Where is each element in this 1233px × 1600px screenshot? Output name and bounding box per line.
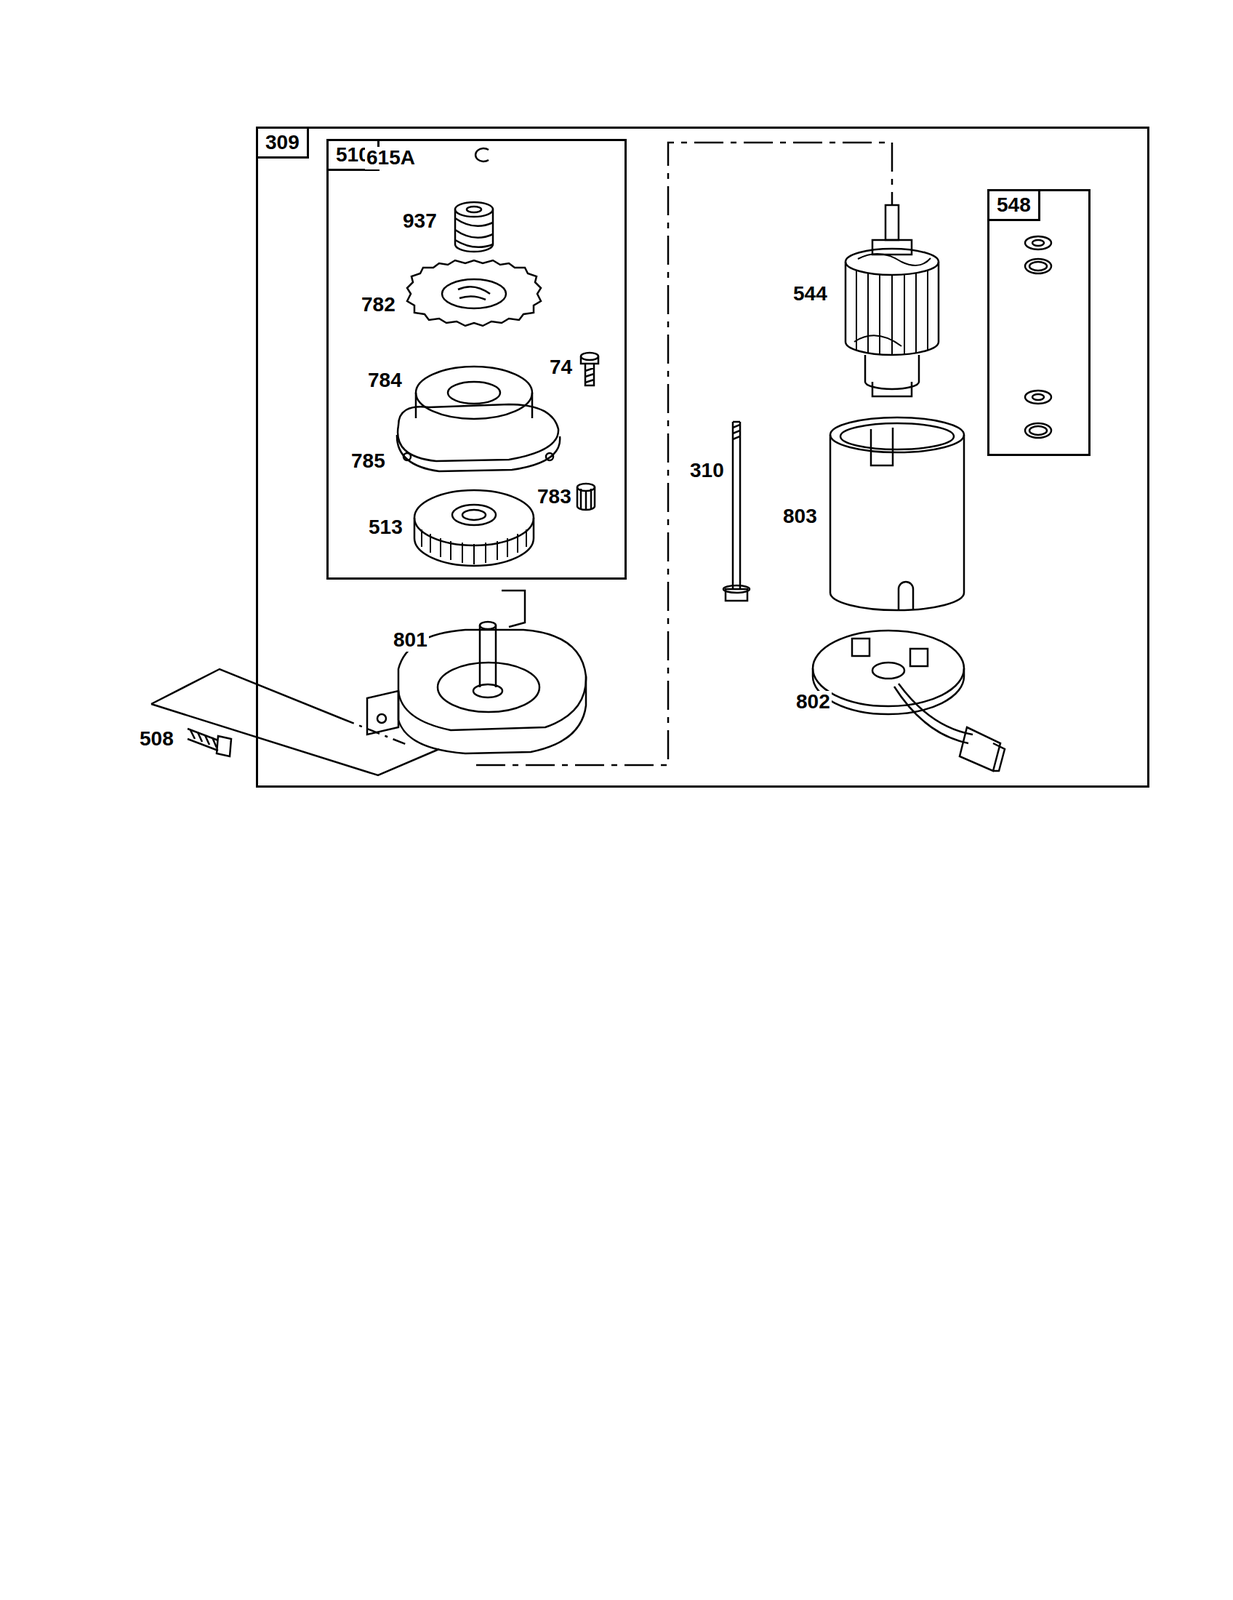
callout-number: 782 — [359, 293, 397, 317]
motor-frame — [830, 417, 965, 610]
screw — [580, 352, 599, 386]
gear-cover — [396, 366, 560, 472]
callout-number: 784 — [366, 369, 404, 392]
brush-plate — [812, 630, 1005, 771]
callout-number: 544 — [791, 282, 829, 306]
callout-number: 508 — [138, 727, 176, 751]
kit-box: 510 — [326, 138, 627, 580]
drive-gear — [407, 260, 541, 326]
callout-number: 802 — [794, 690, 832, 714]
kit-number: 548 — [989, 191, 1041, 222]
armature — [845, 205, 939, 397]
callout-number: 937 — [401, 210, 439, 233]
ring-gear — [414, 490, 534, 566]
mounting-bolt — [151, 668, 440, 775]
kit-number: 309 — [258, 128, 309, 159]
callout-number: 785 — [349, 450, 387, 473]
callout-number: 74 — [548, 356, 574, 379]
through-bolt — [723, 421, 750, 601]
callout-number: 615A — [364, 146, 417, 170]
callout-number: 803 — [781, 505, 819, 528]
callout-number: 310 — [688, 459, 726, 483]
callout-number: 513 — [367, 516, 405, 539]
drive-housing — [367, 590, 586, 754]
kit-box: 548 — [987, 189, 1091, 456]
assembly-box: 309 510 548 — [255, 126, 1150, 788]
callout-number: 801 — [391, 628, 429, 652]
clip-ring — [475, 148, 489, 162]
pinion-gear — [577, 483, 595, 510]
washers — [1025, 236, 1052, 438]
callout-number: 783 — [535, 485, 573, 509]
spring-sleeve — [455, 202, 493, 252]
